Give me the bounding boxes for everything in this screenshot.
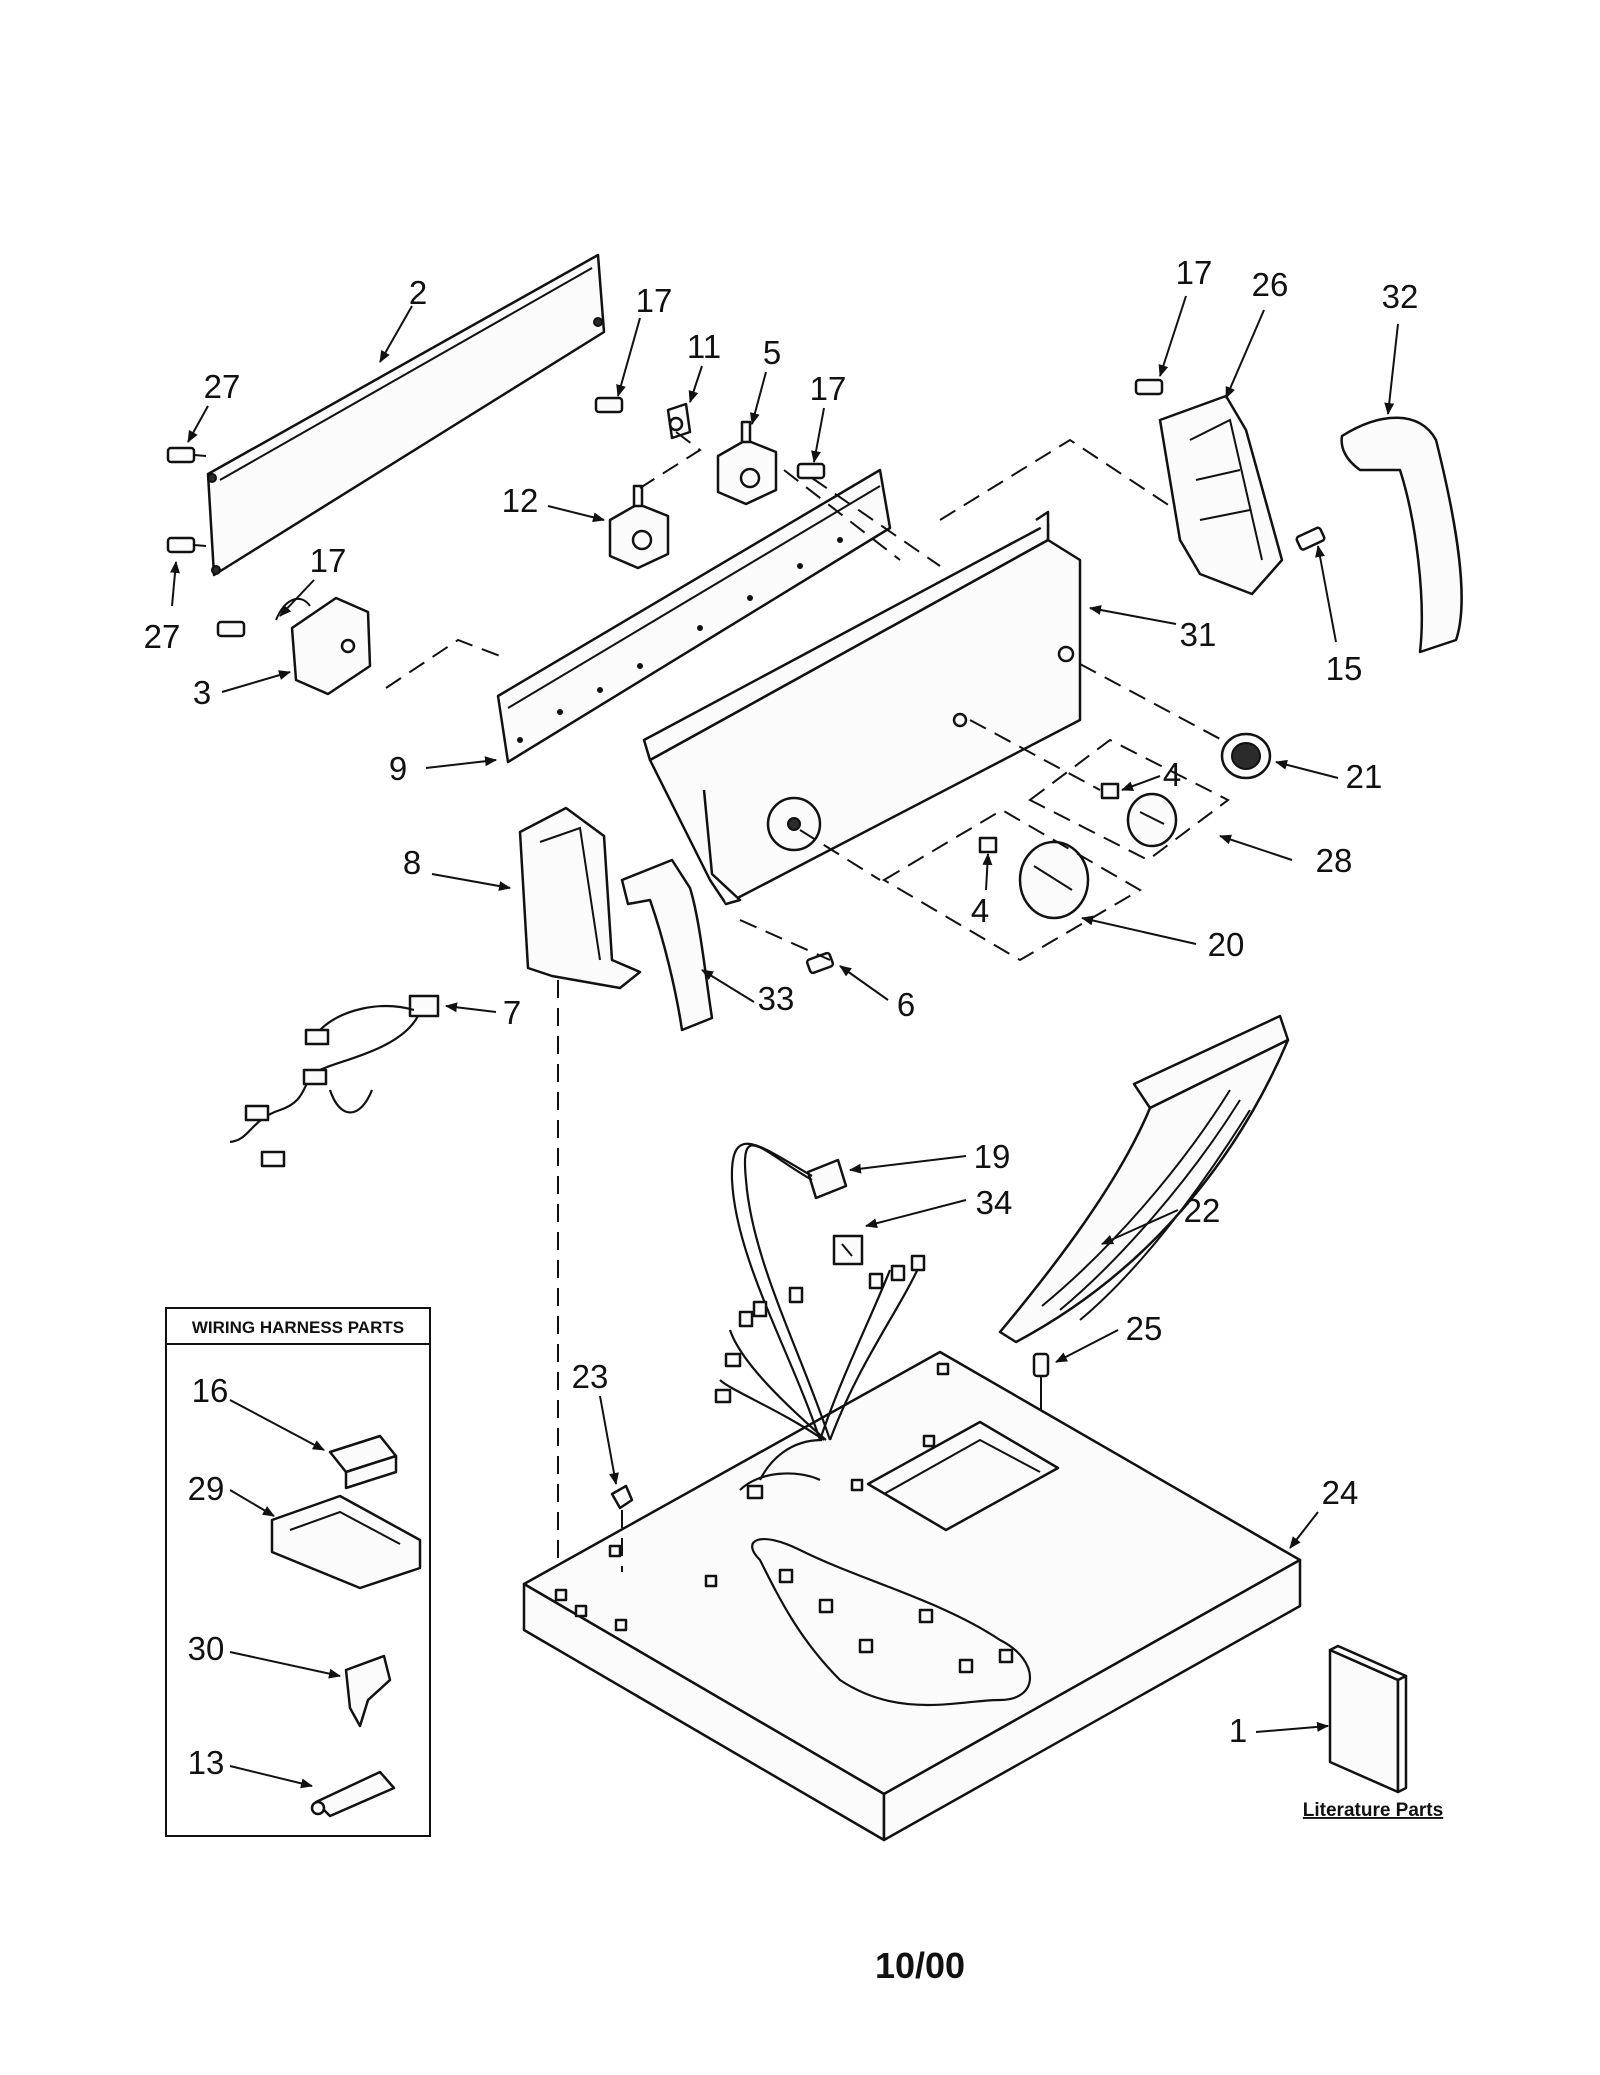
part-4-insert-b [978, 836, 998, 854]
literature-parts-label: Literature Parts [1303, 1800, 1443, 1821]
callout-1: 1 [1229, 1712, 1247, 1749]
part-13-terminal [310, 1770, 396, 1818]
screw-27-lower [166, 536, 207, 554]
part-33-trim [620, 858, 714, 1032]
callout-20: 20 [1208, 926, 1245, 963]
callout-8: 8 [403, 844, 421, 881]
part-32-trim [1340, 416, 1463, 654]
callout-16: 16 [192, 1372, 229, 1409]
callout-11: 11 [687, 328, 721, 365]
callout-24: 24 [1322, 1474, 1359, 1511]
part-3-switch [275, 596, 372, 696]
callout-22: 22 [1184, 1192, 1221, 1229]
callout-6: 6 [897, 986, 915, 1023]
part-9-bracket [496, 468, 892, 764]
callout-21: 21 [1346, 758, 1383, 795]
part-7-wire-harness [229, 994, 440, 1168]
callout-17-a: 17 [636, 282, 673, 319]
part-34-connector [832, 1234, 864, 1266]
screw-17-b [796, 462, 826, 480]
callout-15: 15 [1326, 650, 1363, 687]
screw-15 [1295, 526, 1326, 551]
part-19-main-harness [714, 1142, 1032, 1707]
callout-5: 5 [763, 334, 781, 371]
part-4-insert-a [1100, 782, 1120, 800]
part-23-clip [610, 1484, 634, 1572]
callout-19: 19 [974, 1138, 1011, 1175]
callout-4-b: 4 [971, 892, 989, 929]
callout-9: 9 [389, 750, 407, 787]
callout-27-upper: 27 [204, 368, 241, 405]
callout-31: 31 [1180, 616, 1217, 653]
screw-17-d [1134, 378, 1164, 396]
part-30-clip [344, 1654, 392, 1728]
callout-numbers: 2 27 27 17 11 5 17 12 17 3 9 17 26 32 31… [144, 254, 1419, 1781]
part-16-connector [328, 1434, 398, 1490]
callout-17-c: 17 [310, 542, 347, 579]
callout-29: 29 [188, 1470, 225, 1507]
callout-33: 33 [758, 980, 795, 1017]
callout-26: 26 [1252, 266, 1289, 303]
part-5-switch [716, 420, 778, 506]
screw-17-a [594, 396, 624, 414]
callout-27-lower: 27 [144, 618, 181, 655]
callout-30: 30 [188, 1630, 225, 1667]
part-26-end-cap [1158, 394, 1284, 596]
part-11-switch [666, 402, 692, 440]
callout-25: 25 [1126, 1310, 1163, 1347]
part-21-knob [1220, 732, 1272, 780]
callout-4-a: 4 [1163, 756, 1181, 793]
wiring-harness-parts-box: WIRING HARNESS PARTS [165, 1307, 431, 1837]
callout-17-b: 17 [810, 370, 847, 407]
part-2-rear-panel [206, 253, 606, 577]
footer-date-code: 10/00 [875, 1945, 965, 1986]
part-28-boundary [1028, 738, 1230, 862]
callout-2: 2 [409, 274, 427, 311]
callout-34: 34 [976, 1184, 1013, 1221]
callout-13: 13 [188, 1744, 225, 1781]
part-24-base [522, 1350, 1302, 1842]
part-28-knob [1126, 792, 1178, 848]
part-29-housing [270, 1494, 422, 1590]
leader-lines [170, 295, 1399, 1789]
callout-12: 12 [502, 482, 539, 519]
part-1-literature [1328, 1644, 1408, 1794]
callout-32: 32 [1382, 278, 1419, 315]
callout-3: 3 [193, 674, 211, 711]
callout-17-d: 17 [1176, 254, 1213, 291]
callout-23: 23 [572, 1358, 609, 1395]
part-20-knob [1018, 840, 1090, 920]
part-12-switch [608, 484, 670, 570]
assembly-guide-lines [385, 431, 1223, 1570]
screw-27-upper [166, 446, 207, 464]
screw-17-c [216, 620, 246, 638]
part-20-boundary [882, 808, 1142, 962]
callout-7: 7 [503, 994, 521, 1031]
part-31-console [642, 510, 1082, 906]
callout-28: 28 [1316, 842, 1353, 879]
harness-box-title: WIRING HARNESS PARTS [192, 1318, 404, 1337]
part-22-lint-housing [998, 1014, 1290, 1344]
screw-25 [1032, 1352, 1050, 1410]
part-8-end-cap [518, 806, 642, 990]
